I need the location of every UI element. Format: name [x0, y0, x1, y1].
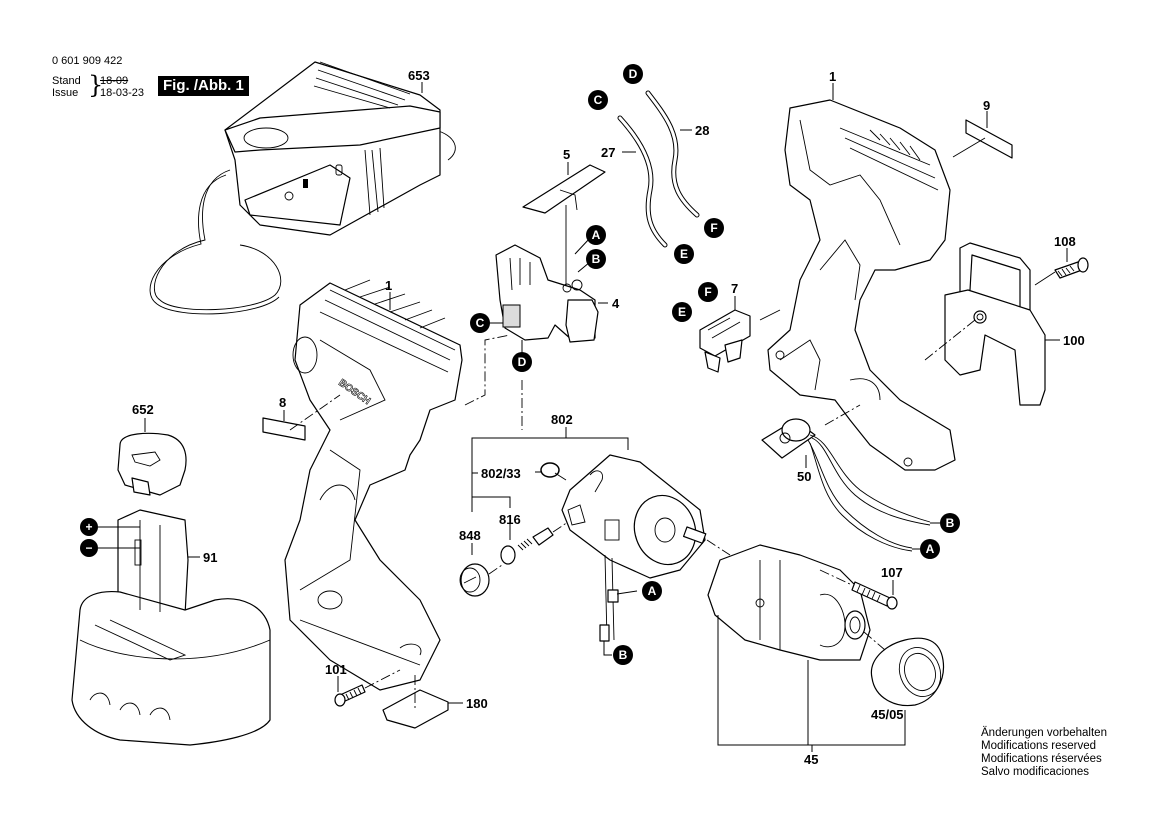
svg-text:A: A — [926, 542, 935, 556]
notice-line-en: Modifications reserved — [981, 740, 1097, 752]
carbon-brush-part[interactable] — [532, 527, 554, 546]
modifications-notice: Änderungen vorbehalten Modifications res… — [981, 727, 1107, 779]
svg-text:C: C — [476, 316, 485, 330]
switch-part[interactable] — [495, 244, 599, 343]
stand-date-struck: 18-09 — [100, 75, 129, 87]
svg-text:+: + — [85, 520, 92, 534]
label-100: 100 — [1063, 333, 1085, 348]
connector-badge-D-top: D — [623, 64, 643, 84]
gear-assembly-part[interactable] — [707, 544, 871, 661]
svg-text:C: C — [594, 93, 603, 107]
battery-cap-part[interactable] — [117, 432, 187, 496]
svg-text:A: A — [592, 228, 601, 242]
connector-badge-E-top: E — [674, 244, 694, 264]
connector-badge-F-top: F — [704, 218, 724, 238]
brush-cap-part[interactable] — [459, 563, 490, 597]
svg-text:B: B — [946, 516, 955, 530]
svg-text:B: B — [619, 648, 628, 662]
wire-28-part[interactable] — [645, 90, 700, 218]
label-45-05: 45/05 — [871, 707, 904, 722]
screw-101-part[interactable] — [334, 684, 366, 707]
connector-part[interactable] — [699, 309, 751, 373]
brush-spring-holder-part[interactable] — [500, 538, 533, 565]
label-27: 27 — [601, 145, 615, 160]
label-28: 28 — [695, 123, 709, 138]
housing-right-part[interactable] — [767, 99, 956, 471]
svg-text:B: B — [592, 252, 601, 266]
label-4: 4 — [612, 296, 620, 311]
label-101: 101 — [325, 662, 347, 677]
motor-bracket-lines — [471, 427, 629, 555]
battery-minus-terminal-badge: − — [80, 539, 98, 557]
label-816: 816 — [499, 512, 521, 527]
label-8: 8 — [279, 395, 286, 410]
label-848: 848 — [459, 528, 481, 543]
brace-symbol: } — [88, 71, 104, 99]
figure-label: Fig. /Abb. 1 — [158, 76, 249, 96]
connector-badge-F-conn: F — [698, 282, 718, 302]
battery-part[interactable] — [71, 509, 271, 746]
label-802-33: 802/33 — [481, 466, 521, 481]
connector-badge-C-top: C — [588, 90, 608, 110]
screw-107-part[interactable] — [851, 581, 898, 610]
issue-label: Issue — [52, 87, 79, 99]
label-45: 45 — [804, 752, 818, 767]
svg-text:E: E — [678, 305, 686, 319]
connector-badge-B-motor: B — [613, 645, 633, 665]
label-1-left: 1 — [385, 278, 392, 293]
svg-text:D: D — [518, 355, 527, 369]
belt-clip-part[interactable] — [944, 242, 1046, 406]
battery-plus-terminal-badge: + — [80, 518, 98, 536]
nose-cap-part[interactable] — [870, 637, 947, 707]
label-7: 7 — [731, 281, 738, 296]
connector-badge-A-switch: A — [586, 225, 606, 245]
svg-text:F: F — [710, 221, 717, 235]
label-1-right: 1 — [829, 69, 836, 84]
wire-27-part[interactable] — [617, 115, 668, 248]
label-91: 91 — [203, 550, 217, 565]
label-802: 802 — [551, 412, 573, 427]
switch-cover-part[interactable] — [522, 164, 606, 214]
connector-badge-A-motor: A — [642, 581, 662, 601]
screw-108-part[interactable] — [1054, 257, 1089, 279]
led-module-part[interactable] — [761, 418, 931, 552]
svg-text:−: − — [85, 541, 92, 555]
connector-badge-D-switch: D — [512, 352, 532, 372]
connector-badge-B-switch: B — [586, 249, 606, 269]
motor-part[interactable] — [561, 454, 707, 641]
label-sticker-8[interactable] — [262, 417, 306, 441]
housing-left-part[interactable] — [284, 279, 463, 691]
label-180: 180 — [466, 696, 488, 711]
notice-line-de: Änderungen vorbehalten — [981, 727, 1107, 739]
svg-text:A: A — [648, 584, 657, 598]
label-5: 5 — [563, 147, 570, 162]
connector-badge-B-led: B — [940, 513, 960, 533]
notice-line-es: Salvo modificaciones — [981, 766, 1090, 778]
label-652: 652 — [132, 402, 154, 417]
nameplate-9[interactable] — [965, 119, 1013, 159]
connector-badge-E-conn: E — [672, 302, 692, 322]
svg-text:E: E — [680, 247, 688, 261]
charger-part[interactable] — [149, 61, 456, 315]
svg-text:D: D — [629, 67, 638, 81]
part-number: 0 601 909 422 — [52, 55, 123, 67]
motor-leads — [599, 589, 638, 656]
notice-line-fr: Modifications réservées — [981, 753, 1102, 765]
label-653: 653 — [408, 68, 430, 83]
label-50: 50 — [797, 469, 811, 484]
issue-date: 18-03-23 — [100, 87, 145, 99]
connector-badge-C-switch: C — [470, 313, 490, 333]
ring-part[interactable] — [540, 462, 560, 478]
svg-text:F: F — [704, 285, 711, 299]
connector-badge-A-led: A — [920, 539, 940, 559]
label-sticker-180[interactable] — [382, 689, 449, 729]
stand-label: Stand — [52, 75, 81, 87]
label-9: 9 — [983, 98, 990, 113]
label-108: 108 — [1054, 234, 1076, 249]
label-107: 107 — [881, 565, 903, 580]
